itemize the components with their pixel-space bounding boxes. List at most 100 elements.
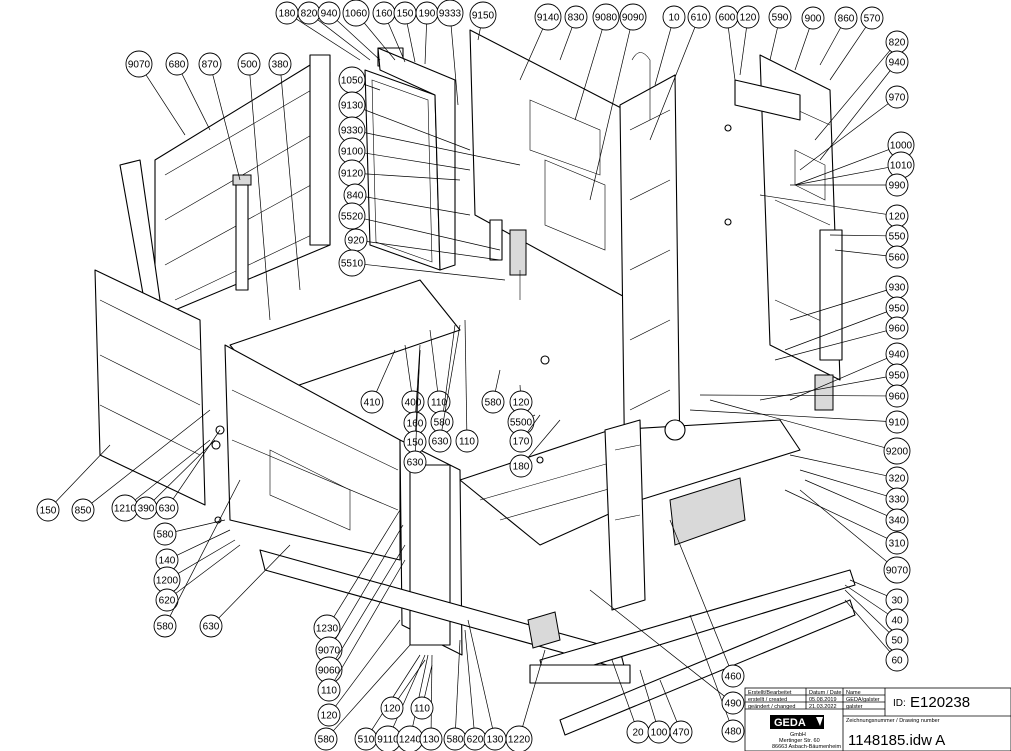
callout-bubble xyxy=(36,498,60,522)
callout-bubble xyxy=(153,522,177,546)
callout-leader xyxy=(450,25,459,106)
callout-label: 960 xyxy=(889,324,906,335)
callout-label: 150 xyxy=(407,438,424,449)
callout-label: 990 xyxy=(889,181,906,192)
callout-label: 1230 xyxy=(316,624,339,635)
callout-label: 580 xyxy=(157,530,174,541)
callout-leader xyxy=(659,679,678,722)
callout-1060: 1060 xyxy=(342,0,396,61)
callout-bubble xyxy=(317,1,341,25)
callout-leader xyxy=(709,399,885,448)
callout-620: 620 xyxy=(463,629,487,751)
callout-label: 310 xyxy=(889,539,906,550)
callout-leader xyxy=(317,19,371,61)
callout-leader xyxy=(364,22,396,61)
company-line-1: GmbH xyxy=(790,732,806,738)
callout-leader xyxy=(849,579,888,597)
callout-bubble xyxy=(155,496,179,520)
callout-560: 560 xyxy=(834,245,909,269)
callout-leader xyxy=(55,444,111,503)
callout-label: 1210 xyxy=(114,504,137,515)
callout-label: 500 xyxy=(241,60,258,71)
drawing-number: 1148185.idw A xyxy=(848,732,945,749)
callout-bubble xyxy=(885,173,909,197)
callout-leader xyxy=(495,369,501,392)
tb-created-date: 05.08.2019 xyxy=(809,697,837,703)
callout-bubble xyxy=(885,648,909,672)
callout-190: 190 xyxy=(415,1,439,65)
callout-leader xyxy=(784,311,887,351)
callout-bubble xyxy=(687,5,711,29)
callout-680: 680 xyxy=(165,52,211,131)
callout-label: 170 xyxy=(513,437,530,448)
callout-830: 830 xyxy=(559,5,588,61)
callout-label: 20 xyxy=(632,728,644,739)
callout-label: 10 xyxy=(668,13,680,24)
front-right-post xyxy=(604,419,646,611)
callout-bubble xyxy=(509,454,533,478)
callout-label: 130 xyxy=(423,735,440,746)
callout-180: 180 xyxy=(275,1,361,61)
callout-leader xyxy=(371,654,421,730)
callout-leader xyxy=(335,619,401,707)
callout-label: 9330 xyxy=(341,126,364,137)
callout-840: 840 xyxy=(343,183,471,216)
callout-leader xyxy=(728,27,736,81)
callout-label: 9060 xyxy=(318,666,341,677)
callout-bubble xyxy=(619,3,647,31)
callout-label: 620 xyxy=(159,596,176,607)
callout-leader xyxy=(829,234,887,237)
callout-leader xyxy=(699,394,887,397)
callout-label: 410 xyxy=(364,398,381,409)
callout-label: 9080 xyxy=(595,13,618,24)
callout-label: 830 xyxy=(568,13,585,24)
callout-550: 550 xyxy=(829,224,909,248)
callout-150: 150 xyxy=(393,1,417,63)
callout-label: 960 xyxy=(889,392,906,403)
callout-label: 940 xyxy=(889,350,906,361)
callout-630: 630 xyxy=(199,544,291,638)
callout-leader xyxy=(669,519,730,666)
callout-620: 620 xyxy=(155,544,241,612)
callout-label: 9090 xyxy=(622,13,645,24)
callout-label: 1050 xyxy=(341,76,364,87)
callout-bubble xyxy=(71,498,95,522)
tb-changed-date: 21.03.2022 xyxy=(809,704,837,710)
callout-label: 850 xyxy=(75,506,92,517)
callout-bubble xyxy=(885,50,909,74)
callout-label: 110 xyxy=(431,398,447,409)
callout-label: 5520 xyxy=(341,212,364,223)
callout-580: 580 xyxy=(153,479,241,638)
callout-590: 590 xyxy=(768,5,792,61)
id-label: ID: xyxy=(893,698,906,709)
callout-30: 30 xyxy=(849,579,909,612)
base-rails xyxy=(259,549,856,736)
callout-leader xyxy=(789,454,887,477)
callout-580: 580 xyxy=(153,519,226,546)
callout-bubble xyxy=(505,725,533,751)
callout-bubble xyxy=(834,6,858,30)
callout-leader xyxy=(527,414,541,433)
callout-label: 470 xyxy=(673,728,690,739)
callout-bubble xyxy=(885,384,909,408)
callout-leader xyxy=(519,28,544,81)
callout-label: 180 xyxy=(279,9,296,20)
callout-bubble xyxy=(564,5,588,29)
callout-leader xyxy=(134,439,211,501)
callout-label: 1200 xyxy=(156,576,179,587)
callout-label: 9070 xyxy=(128,60,151,71)
callout-570: 570 xyxy=(829,6,884,81)
callout-leader xyxy=(799,103,889,171)
svg-text:GEDA: GEDA xyxy=(774,717,806,729)
callout-630: 630 xyxy=(155,429,221,520)
callout-label: 630 xyxy=(407,458,424,469)
callout-label: 9120 xyxy=(341,169,364,180)
title-block: Erstellt/Bearbeitet Datum / Date Name er… xyxy=(744,687,1011,751)
callout-label: 940 xyxy=(321,9,338,20)
callout-leader xyxy=(212,74,241,181)
callout-9150: 9150 xyxy=(469,1,497,41)
callout-leader xyxy=(176,529,231,556)
callout-label: 9070 xyxy=(318,646,341,657)
callout-leader xyxy=(574,29,603,121)
callout-leader xyxy=(376,349,396,393)
